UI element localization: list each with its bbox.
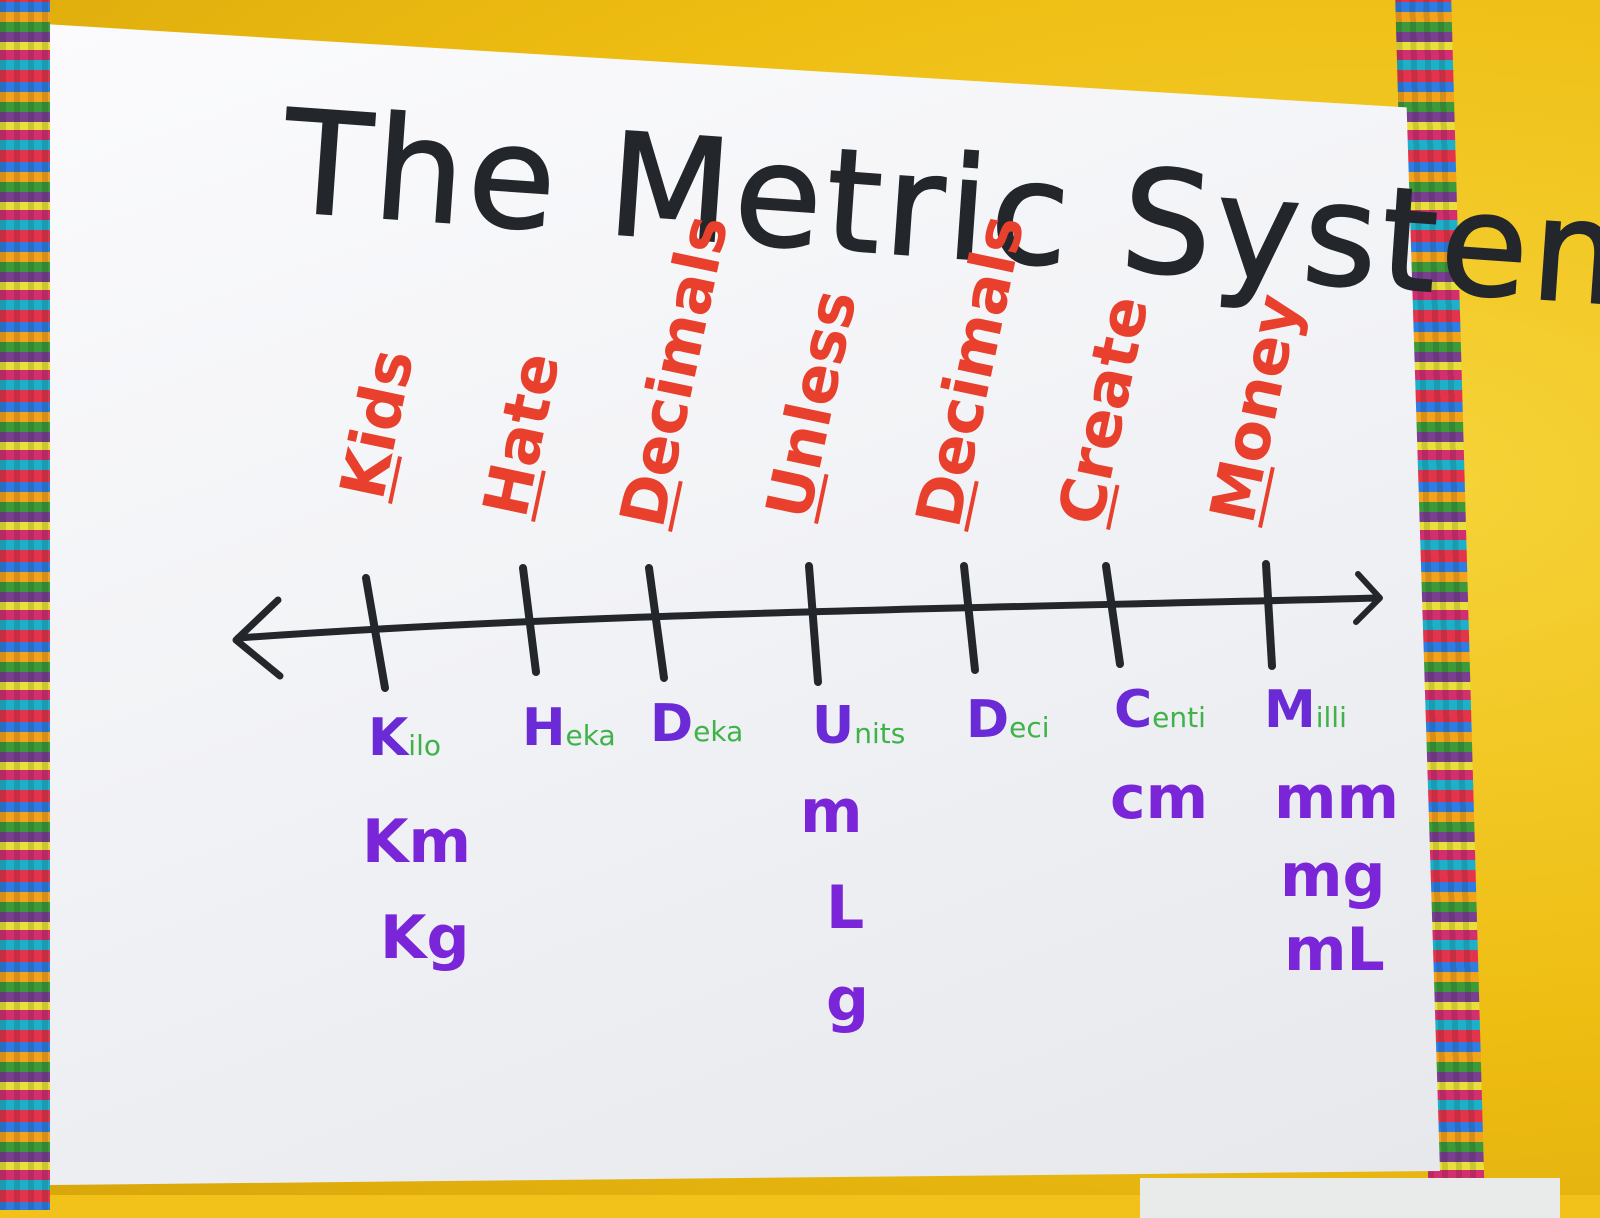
tick-kilo xyxy=(362,574,389,692)
prefix-deka: Deka xyxy=(650,694,744,754)
unit-mg: mg xyxy=(1280,841,1386,911)
unit-kg: Kg xyxy=(380,903,470,973)
prefix-centi: Centi xyxy=(1114,680,1206,740)
prefix-deci: Deci xyxy=(966,690,1050,750)
left-ribbon-border xyxy=(0,0,50,1210)
tick-deka xyxy=(645,564,668,682)
right-arrowhead xyxy=(1353,571,1383,625)
unit-mm: mm xyxy=(1274,763,1400,833)
prefix-heka: Heka xyxy=(522,698,616,758)
tick-centi xyxy=(1102,562,1124,668)
tick-milli xyxy=(1262,560,1276,670)
tick-deci xyxy=(960,562,979,674)
unit-cm: cm xyxy=(1110,763,1209,833)
prefix-milli: Milli xyxy=(1264,680,1347,740)
prefix-kilo: Kilo xyxy=(368,708,441,768)
unit-g: g xyxy=(826,965,869,1035)
tick-heka xyxy=(519,564,540,676)
tick-marks xyxy=(362,560,1276,692)
unit-km: Km xyxy=(362,807,472,877)
unit-l: L xyxy=(826,873,865,943)
tick-units xyxy=(805,562,822,686)
unit-ml: mL xyxy=(1284,915,1385,985)
prefix-units: Units xyxy=(812,696,906,756)
left-arrowhead xyxy=(232,596,284,680)
unit-m: m xyxy=(800,777,863,847)
